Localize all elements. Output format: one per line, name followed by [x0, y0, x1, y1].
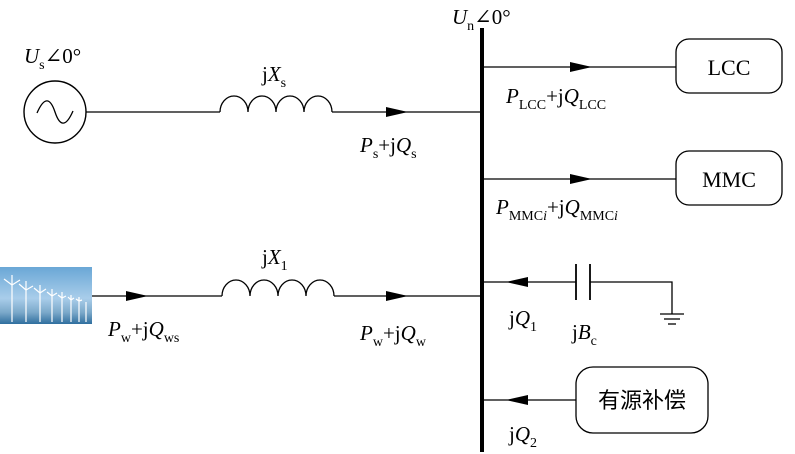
wind-turbines-icon	[0, 267, 92, 324]
capacitor-b-label: jBc	[571, 320, 597, 349]
ground-icon	[660, 313, 684, 325]
mmc-label: MMC	[702, 167, 756, 192]
mmc-box	[675, 150, 783, 206]
compensation-box	[575, 366, 709, 434]
reactance-xs-label: jXs	[261, 62, 286, 91]
capacitor-q-label: jQ1	[508, 306, 537, 335]
wind-out-arrow	[386, 291, 408, 301]
inductor-x1-icon	[221, 279, 335, 297]
compensation-q-label: jQ2	[508, 422, 537, 451]
compensation-q-arrow	[506, 395, 528, 405]
source-power-label: Ps+jQs	[359, 133, 417, 162]
capacitor-icon	[575, 264, 591, 300]
compensation-label: 有源补偿	[598, 389, 686, 414]
mmc-flow-arrow	[570, 174, 592, 184]
wind-out-power-label: Pw+jQw	[359, 321, 427, 350]
capacitor-q-arrow	[506, 277, 528, 287]
reactance-x1-label: jX1	[261, 245, 288, 274]
source-voltage-label: Us∠0°	[24, 44, 81, 73]
ac-source-icon	[23, 80, 87, 144]
wind-in-arrow	[126, 291, 148, 301]
wind-in-power-label: Pw+jQws	[107, 317, 179, 346]
inductor-xs-icon	[219, 95, 333, 113]
mmc-power-label: PMMCi+jQMMCi	[495, 195, 618, 224]
lcc-flow-arrow	[570, 62, 592, 72]
bus-voltage-label: Un∠0°	[452, 5, 511, 34]
lcc-box	[675, 38, 783, 94]
capacitor-to-ground-line	[590, 281, 673, 314]
source-flow-arrow	[386, 107, 408, 117]
lcc-label: LCC	[708, 55, 751, 80]
lcc-power-label: PLCC+jQLCC	[505, 84, 606, 113]
